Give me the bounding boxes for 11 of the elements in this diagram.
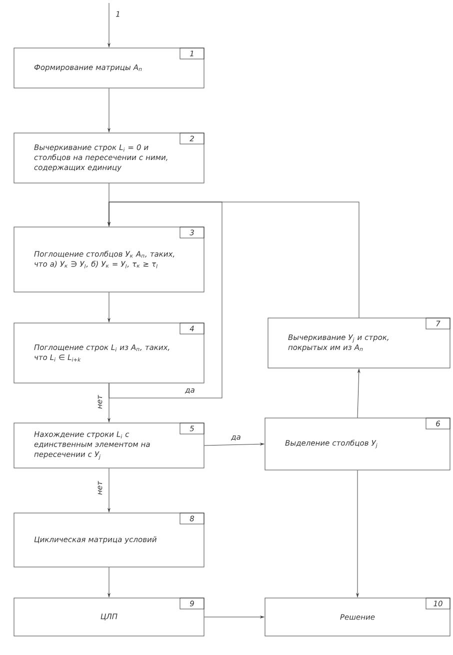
arrow	[108, 202, 360, 318]
arrow	[108, 88, 110, 132]
arrow	[108, 567, 110, 598]
arrow	[108, 202, 222, 398]
arrow	[356, 470, 359, 598]
arrow	[108, 468, 110, 512]
arrow	[108, 292, 110, 322]
arrow	[204, 442, 264, 446]
arrow	[108, 2, 110, 48]
arrow	[204, 616, 264, 618]
arrow	[357, 368, 360, 418]
